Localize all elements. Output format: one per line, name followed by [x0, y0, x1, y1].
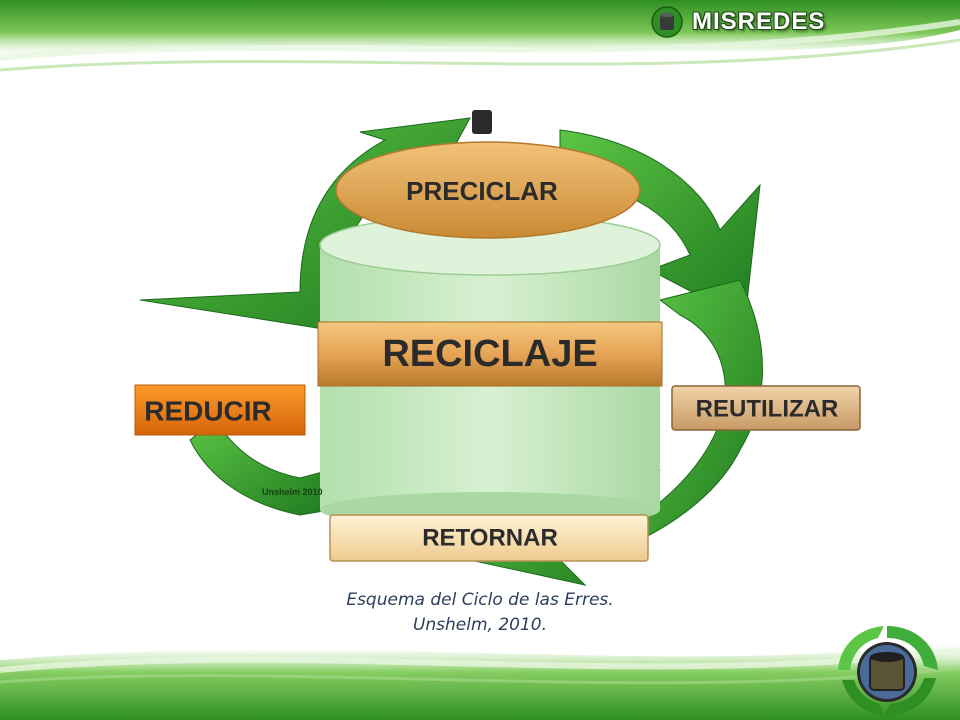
bottom-green-band [0, 640, 960, 720]
label-reducir-text: REDUCIR [144, 396, 272, 427]
recycle-bin-icon [651, 6, 683, 38]
diagram-watermark: Unshelm 2010 [262, 487, 323, 497]
label-reciclaje: RECICLAJE [317, 321, 663, 387]
label-reducir: REDUCIR [134, 384, 306, 436]
label-retornar: RETORNAR [329, 514, 649, 562]
caption-line-2: Unshelm, 2010. [412, 615, 548, 635]
caption-line-1: Esquema del Ciclo de las Erres. [346, 590, 614, 610]
label-retornar-text: RETORNAR [422, 525, 558, 552]
lid-knob [472, 110, 492, 134]
label-reutilizar-text: REUTILIZAR [696, 396, 839, 423]
label-preciclar-text: PRECICLAR [406, 176, 558, 206]
label-preciclar: PRECICLAR [335, 141, 641, 239]
brand-header: MISREDES [650, 6, 825, 38]
figure-caption: Esquema del Ciclo de las Erres. Unshelm,… [230, 588, 730, 638]
label-reciclaje-text: RECICLAJE [382, 333, 597, 375]
top-green-band [0, 0, 960, 72]
brand-name: MISREDES [692, 8, 826, 35]
corner-recycle-logo-icon [838, 626, 938, 716]
label-reutilizar: REUTILIZAR [671, 385, 861, 431]
